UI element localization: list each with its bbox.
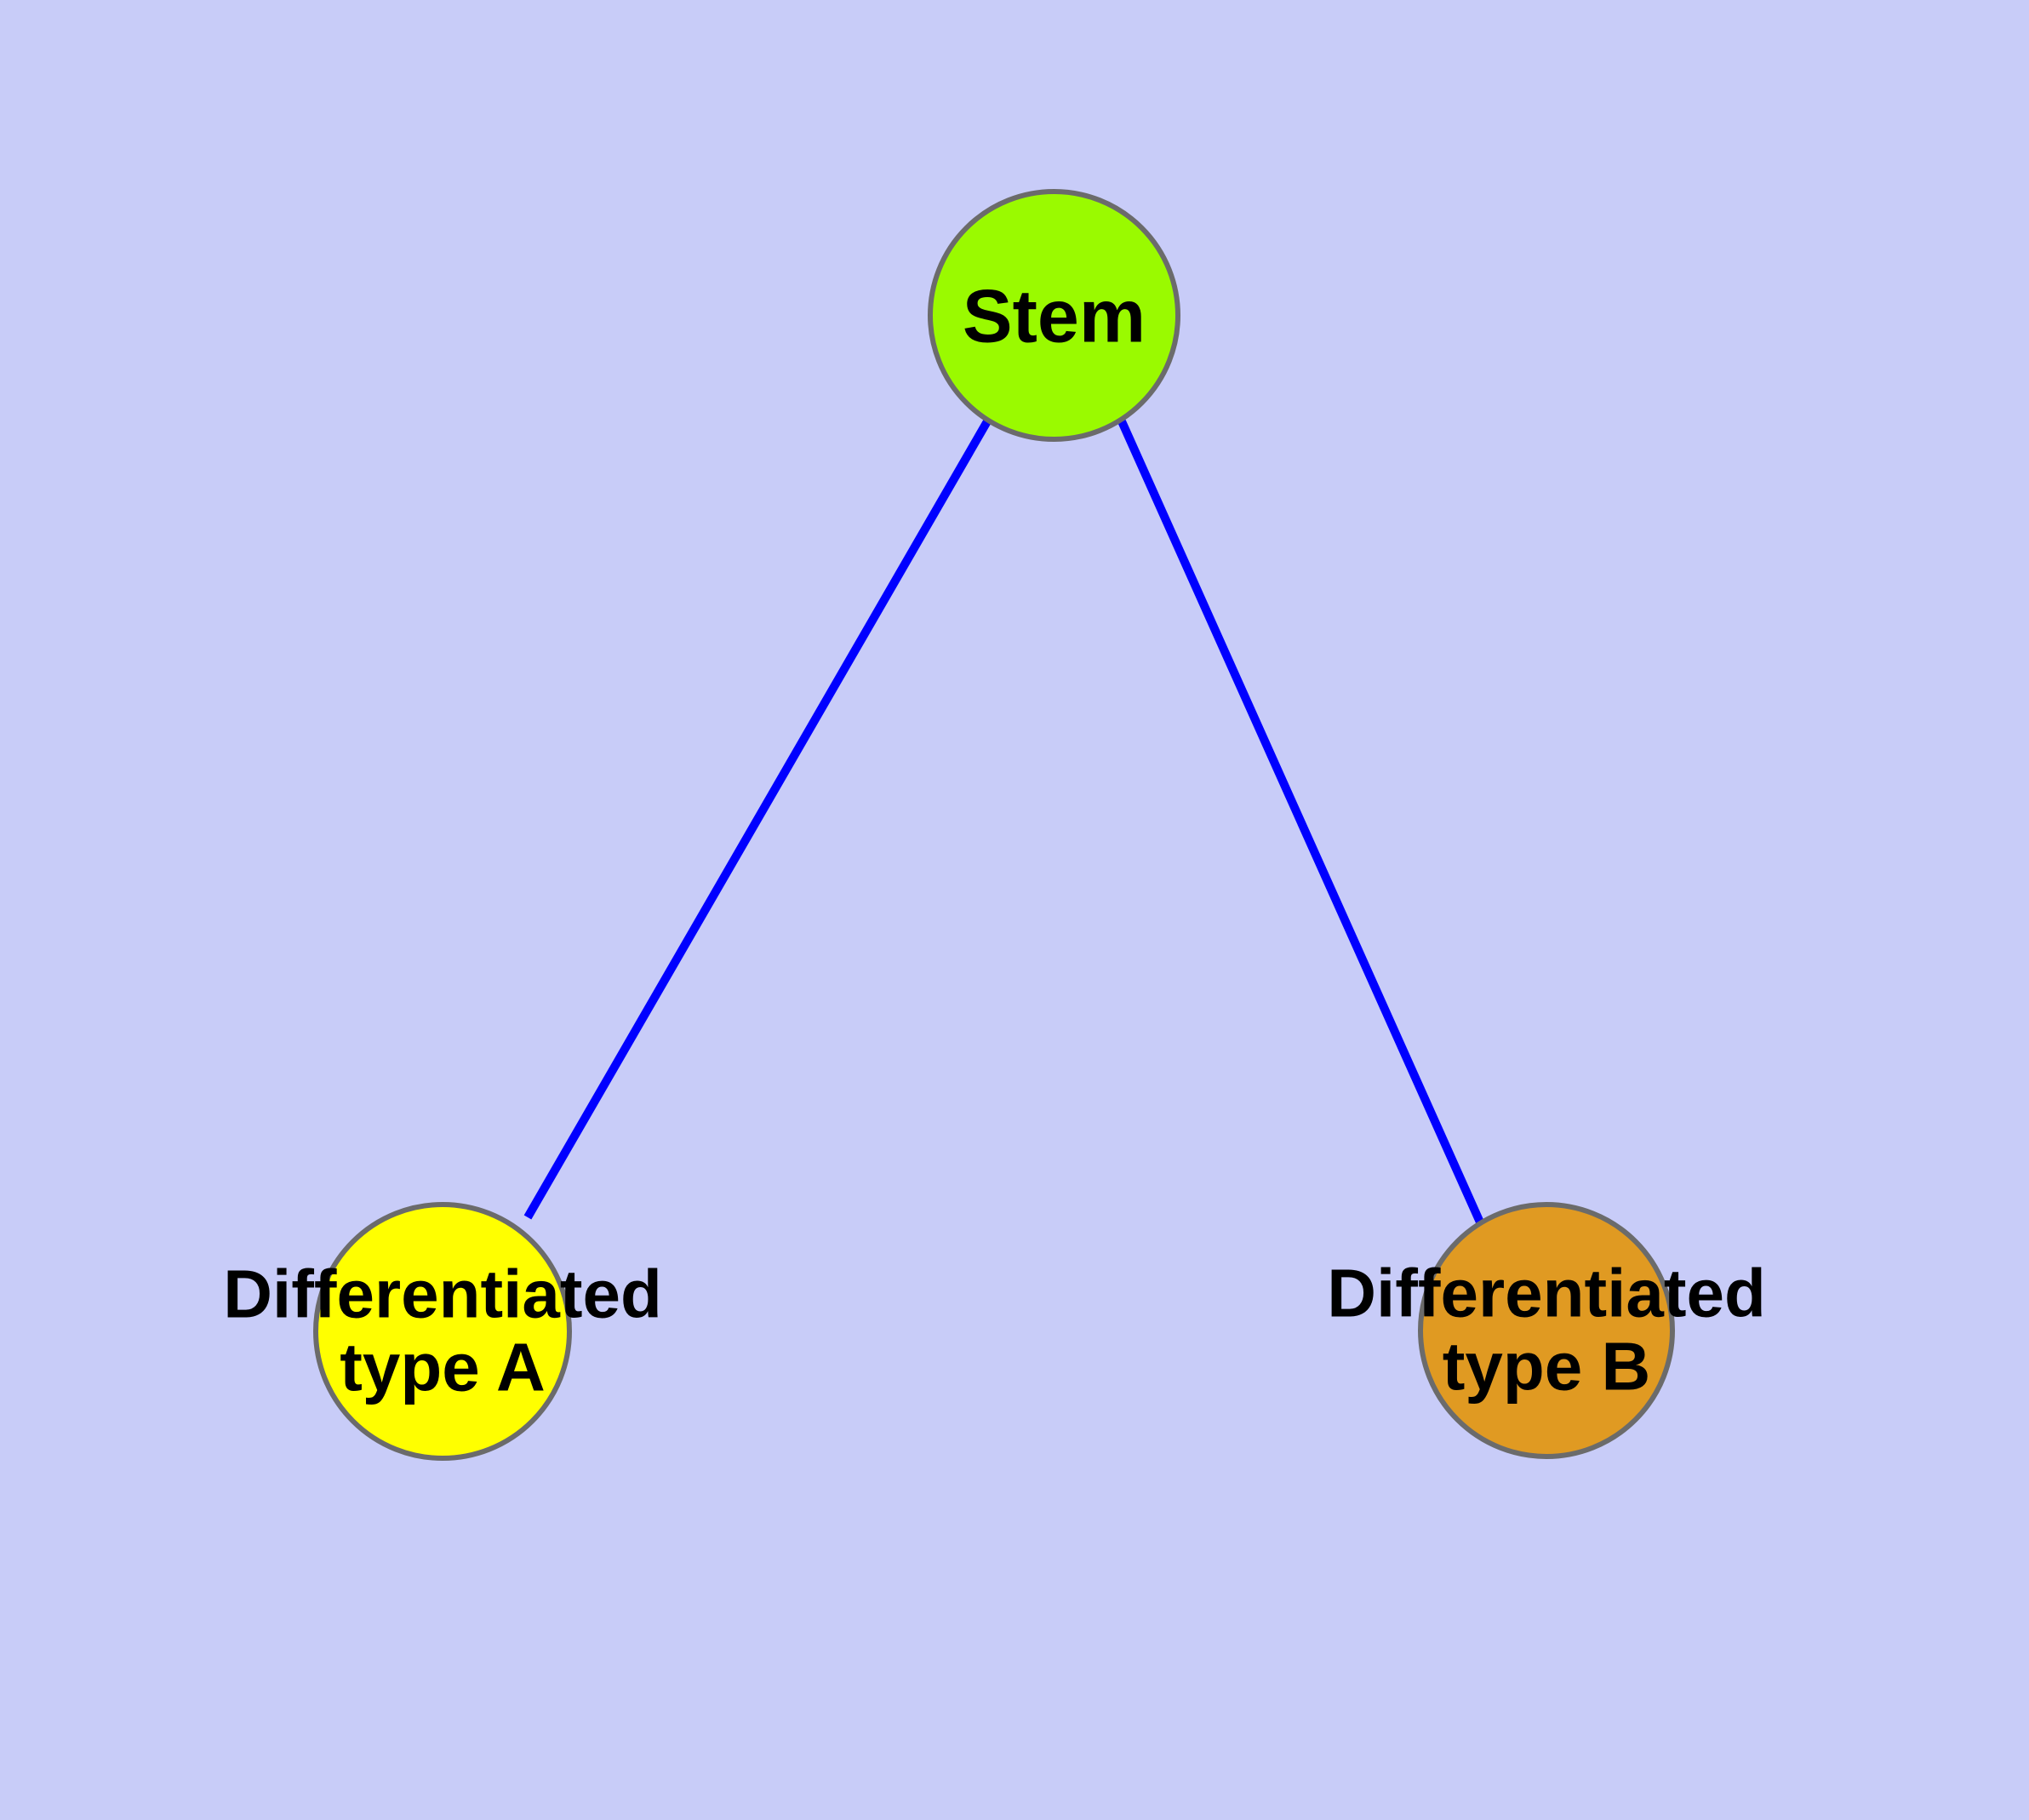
node-differentiated-type-a[interactable]: Differentiated type A <box>223 1202 662 1461</box>
label-line-2: type B <box>1442 1329 1651 1405</box>
label-line-2: type A <box>340 1330 546 1405</box>
edge-stem-to-differentiated-type-a[interactable] <box>523 419 992 1220</box>
edge-stem-to-differentiated-type-b[interactable] <box>1117 419 1485 1227</box>
node-stem[interactable]: Stem <box>928 189 1180 442</box>
node-stem-label: Stem <box>962 272 1146 358</box>
node-differentiated-type-b[interactable]: Differentiated type B <box>1327 1202 1766 1459</box>
